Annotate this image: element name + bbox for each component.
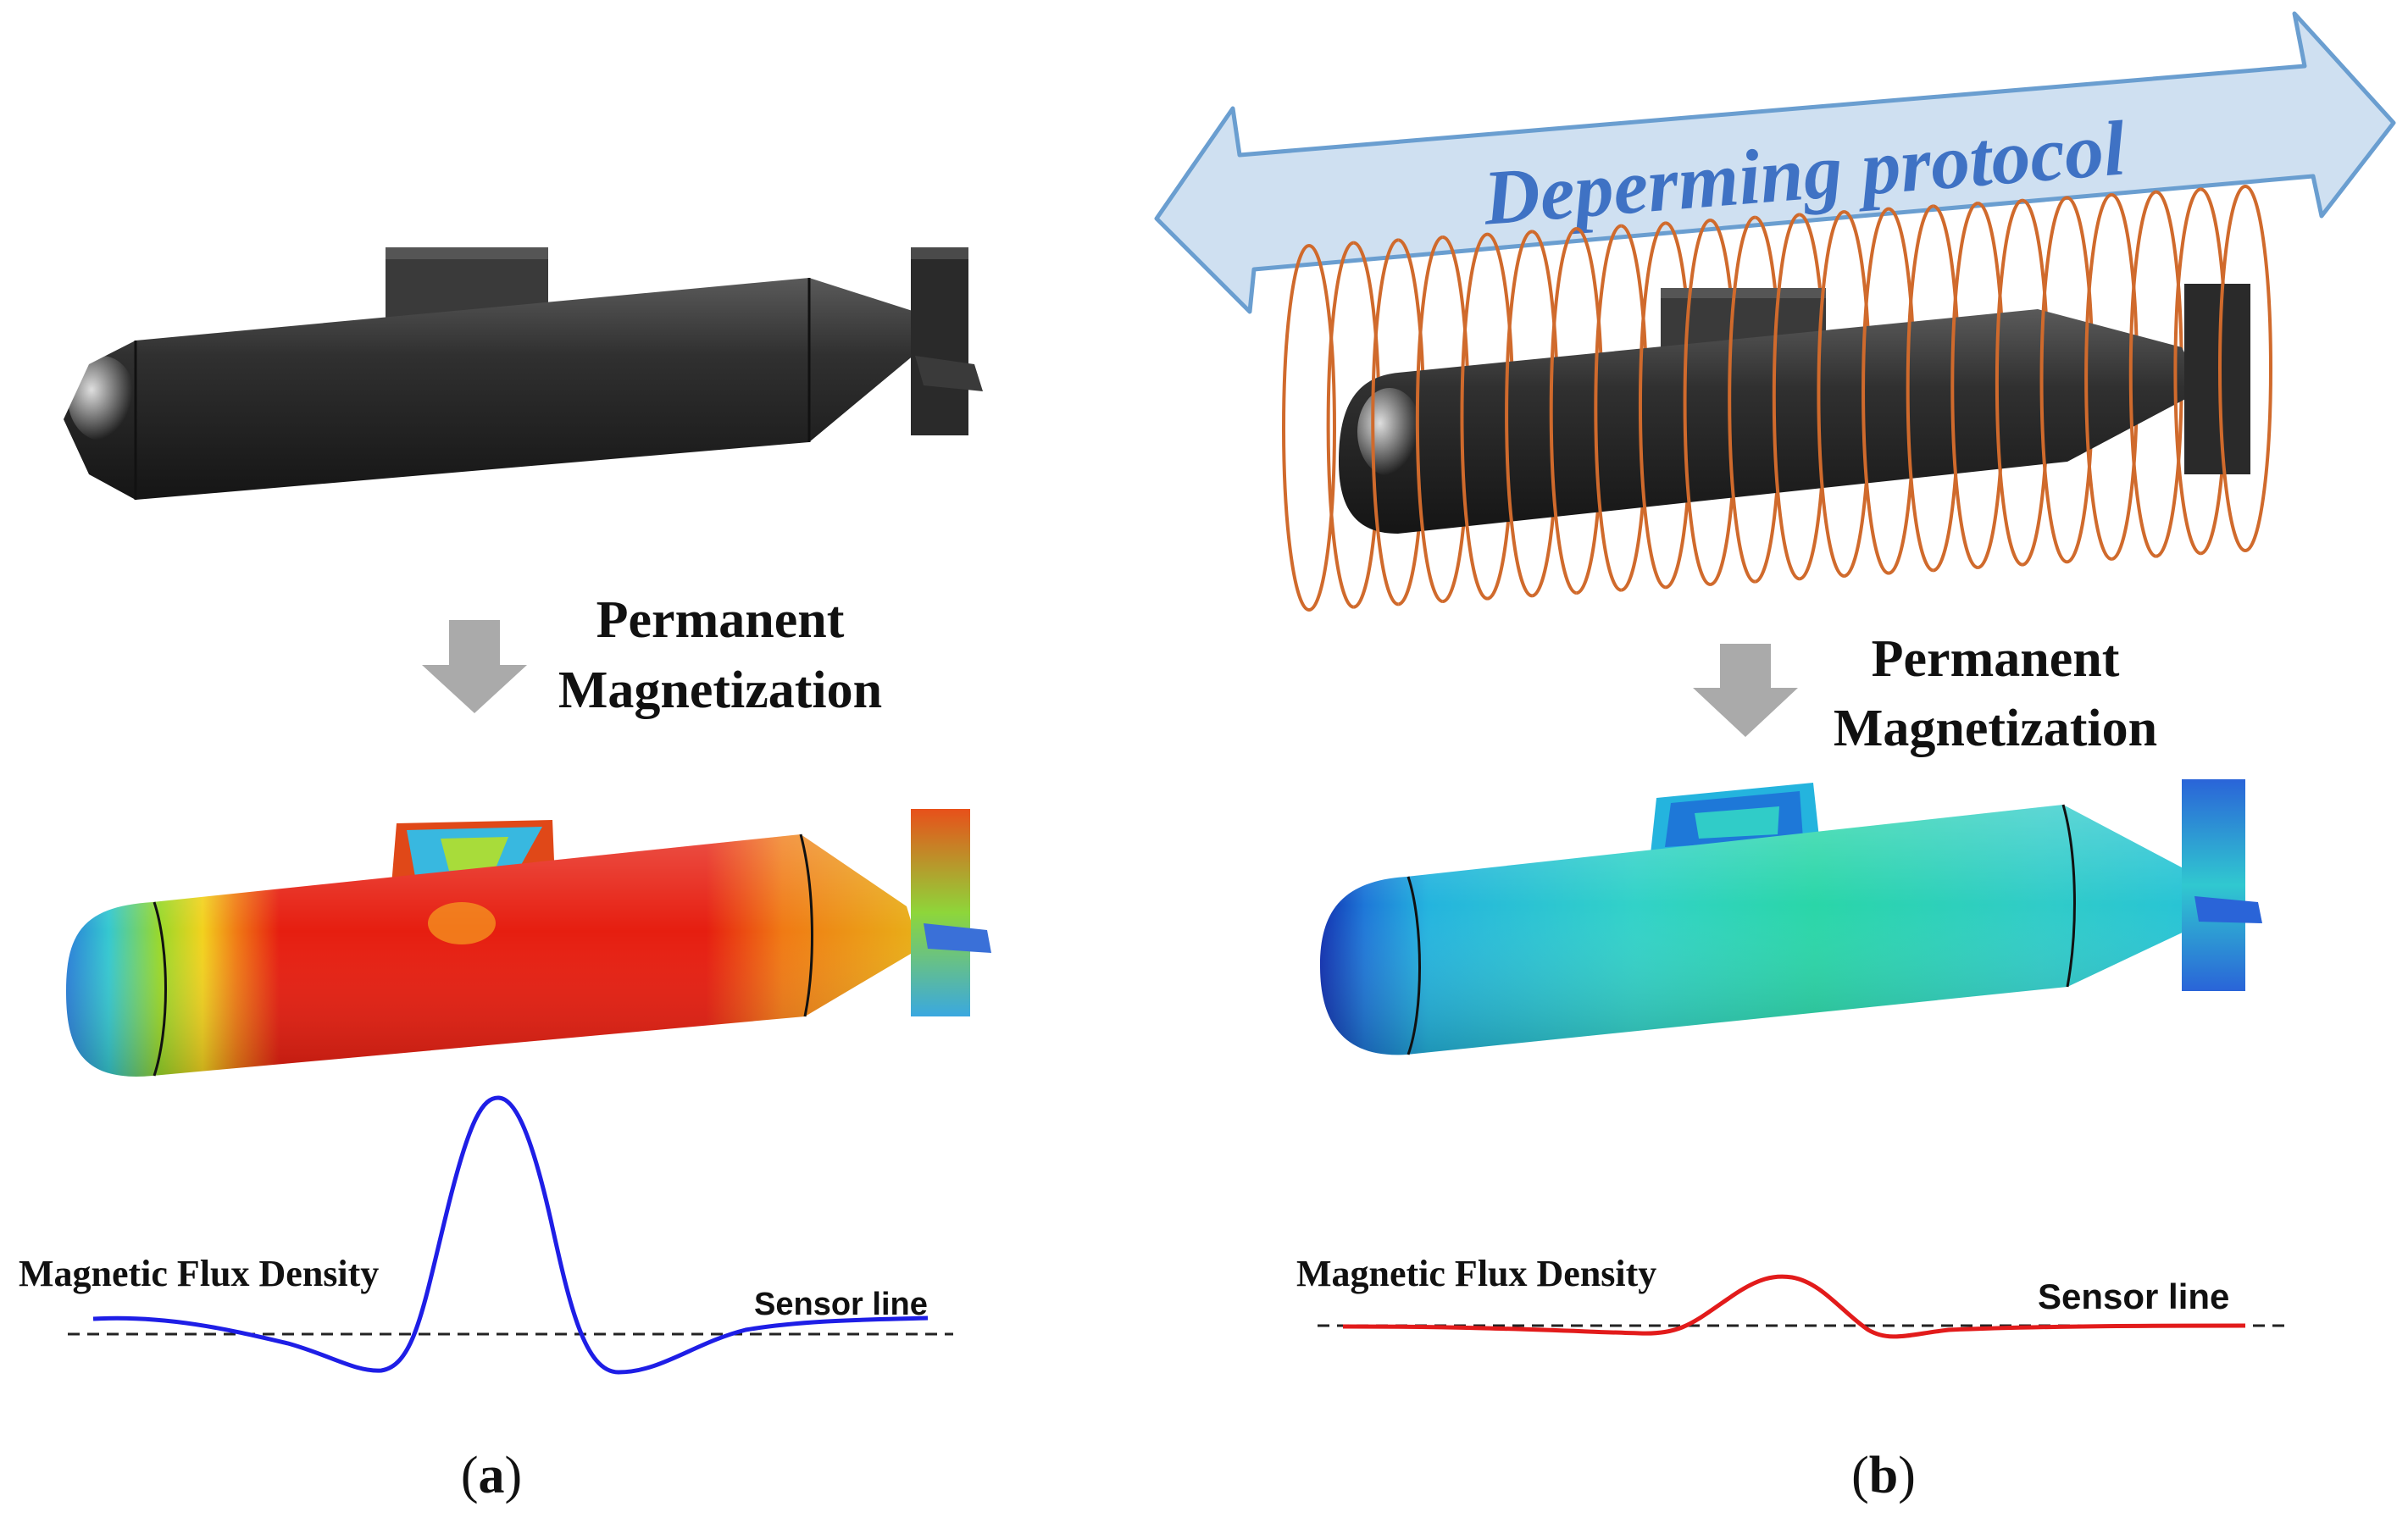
coil-loop-front: [1728, 215, 1756, 584]
coil-loop-front: [1282, 244, 1310, 612]
coil-loop-front: [1772, 213, 1800, 581]
coil-loop-front: [1549, 227, 1578, 595]
coil-loop-front: [1906, 204, 1934, 573]
tail-fin: [911, 809, 970, 1016]
panel-b: Deperming protocol Permanent Magnetizati…: [1154, 11, 2396, 1504]
tail-fin: [2182, 779, 2245, 991]
submarine-magnetized-b: [1320, 779, 2262, 1055]
submarine-magnetized-a: [66, 809, 991, 1077]
coil-loop-front: [1460, 232, 1488, 601]
coil-front: [1282, 185, 2246, 612]
caption-b: (b): [1851, 1447, 1916, 1504]
submarine-dark-a: [64, 247, 983, 500]
protocol-arrow: [1154, 11, 2396, 314]
coil-loop-front: [2218, 185, 2246, 552]
sensor-line-label-a: Sensor line: [754, 1287, 928, 1322]
caption-a: (a): [461, 1447, 522, 1504]
flux-density-curve: [1342, 1274, 2246, 1339]
coil-loop-front: [1371, 238, 1399, 606]
sensor-line-label-b: Sensor line: [2038, 1277, 2229, 1316]
hull: [1339, 309, 2203, 534]
coil-loop-front: [1594, 224, 1622, 592]
coil-loop-front: [1638, 221, 1667, 590]
coil-loop-front: [1326, 241, 1354, 609]
tail-fin: [911, 247, 968, 435]
flux-density-label-a: Magnetic Flux Density: [19, 1253, 379, 1294]
coil-loop-front: [2084, 193, 2112, 561]
coil-loop-front: [1861, 207, 1889, 575]
flux-density-label-b: Magnetic Flux Density: [1296, 1253, 1656, 1294]
submarine-dark-b: [1339, 284, 2250, 534]
hull: [64, 278, 915, 500]
step-label-b-line1: Permanent: [1872, 630, 2120, 688]
coil-loop-back: [2244, 185, 2272, 552]
signal-plot-a: Magnetic Flux Density Sensor line: [19, 1095, 953, 1375]
coil-loop-front: [1505, 230, 1533, 598]
coil-loop-front: [1683, 219, 1711, 586]
coil-loop-front: [1950, 202, 1978, 569]
coil-loop-front: [1415, 235, 1444, 603]
coil-loop-front: [1995, 198, 2023, 567]
coil-loop-front: [2128, 190, 2157, 558]
coil-loop-front: [2173, 187, 2201, 556]
step-label-a-line2: Magnetization: [558, 662, 882, 719]
step-label-b-line2: Magnetization: [1834, 700, 2157, 757]
step-label-a-line1: Permanent: [596, 591, 845, 649]
signal-plot-b: Magnetic Flux Density Sensor line: [1296, 1253, 2288, 1339]
down-arrow-icon: [1693, 644, 1798, 737]
coil-loop-back: [1308, 244, 1336, 612]
coil-loop-front: [2039, 196, 2067, 564]
panel-a: Permanent Magnetization Magnetic Flux De…: [19, 247, 991, 1504]
tail-fin: [2184, 284, 2250, 474]
flux-density-curve: [92, 1095, 929, 1375]
coil-loop-front: [1817, 210, 1845, 578]
down-arrow-icon: [422, 620, 527, 713]
